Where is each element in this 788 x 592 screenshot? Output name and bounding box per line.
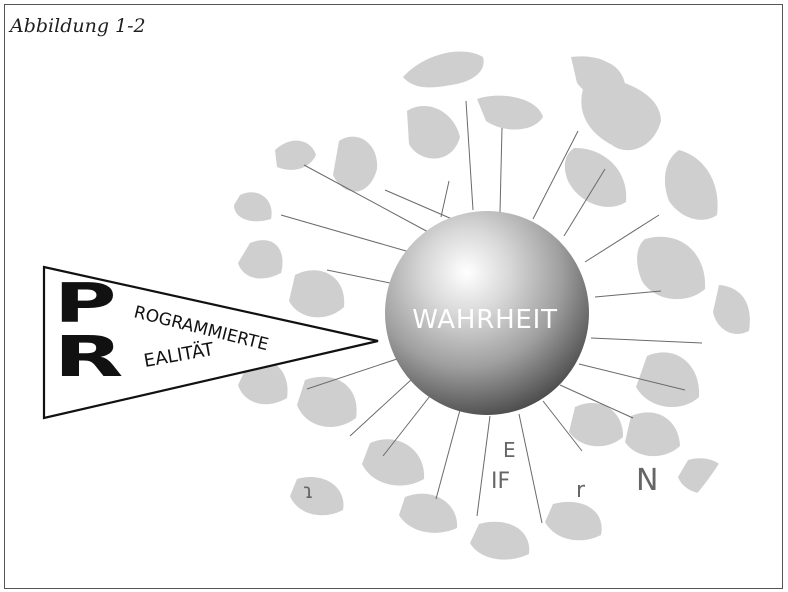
truth-diagram: P ROGRAMMIERTE R EALITÄT WAHRHEIT E IF r… xyxy=(5,5,783,589)
fragment-4: N xyxy=(636,463,658,498)
figure-frame: Abbildung 1-2 xyxy=(4,4,783,589)
fragment-2: IF xyxy=(491,469,510,494)
fragment-5: ɿ xyxy=(303,479,314,503)
sphere-label: WAHRHEIT xyxy=(412,305,558,335)
fragment-1: E xyxy=(503,438,516,462)
truth-sphere: WAHRHEIT xyxy=(385,211,589,415)
fragment-3: r xyxy=(576,478,586,503)
pennant-letter-r: R xyxy=(54,324,124,389)
